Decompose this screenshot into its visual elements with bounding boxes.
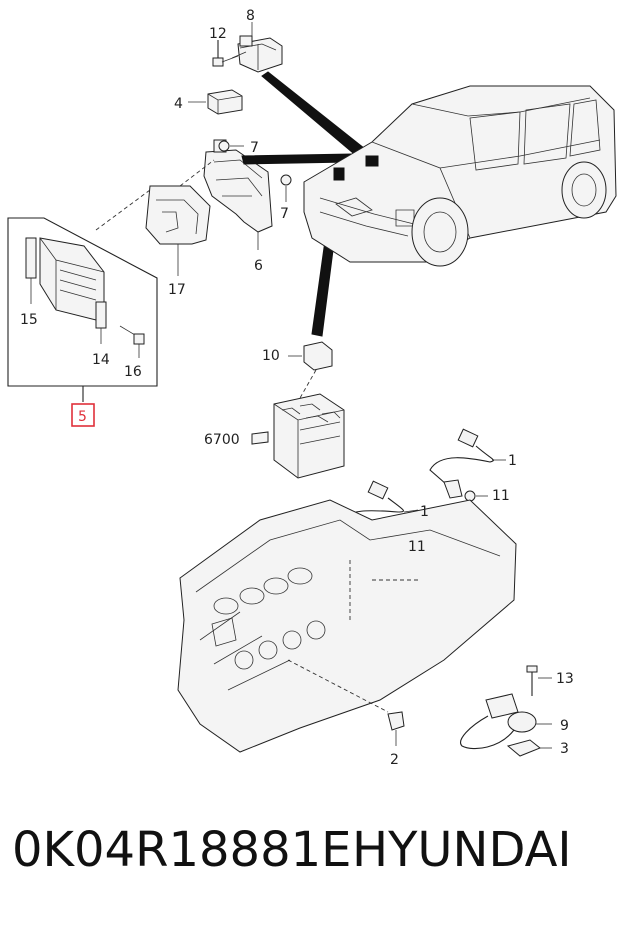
brand-name: HYUNDAI	[352, 822, 572, 878]
callout-7-upper: 7	[250, 140, 259, 156]
relay-10	[288, 341, 333, 399]
bolt-12	[212, 40, 239, 67]
fuse-box-6700	[251, 393, 345, 479]
callout-11-lower: 11	[408, 539, 426, 555]
oxygen-sensor-1-upper	[429, 428, 506, 499]
temperature-sensor-2	[387, 711, 405, 746]
callout-9: 9	[560, 718, 569, 734]
ecu-module	[25, 237, 145, 358]
relay-bracket-8	[231, 22, 283, 73]
callout-2: 2	[390, 752, 399, 768]
callout-15: 15	[20, 312, 38, 328]
callout-6700: 6700	[204, 432, 240, 448]
callout-5: 5	[78, 409, 87, 425]
relay-4	[188, 89, 243, 115]
callout-6: 6	[254, 258, 263, 274]
callout-13: 13	[556, 671, 574, 687]
callout-1-lower: 1	[420, 504, 429, 520]
crankshaft-sensor-9	[460, 693, 552, 750]
callout-12: 12	[209, 26, 227, 42]
gasket-3	[506, 739, 552, 757]
gasket-11-upper	[464, 490, 488, 502]
callout-8: 8	[246, 8, 255, 24]
ecu-group-frame	[7, 217, 158, 402]
callout-11-upper: 11	[492, 488, 510, 504]
bracket-17	[145, 185, 211, 276]
clip-7-upper	[218, 140, 244, 152]
engine-block	[177, 499, 517, 753]
callout-17: 17	[168, 282, 186, 298]
callout-14: 14	[92, 352, 110, 368]
callout-1-upper: 1	[508, 453, 517, 469]
clip-7-lower	[280, 174, 292, 202]
callout-16: 16	[124, 364, 142, 380]
callout-4: 4	[174, 96, 183, 112]
bolt-13	[526, 665, 552, 696]
part-caption: 0K04R18881EHYUNDAI	[12, 822, 612, 878]
callout-10: 10	[262, 348, 280, 364]
callout-5-highlight-box	[71, 403, 95, 427]
vehicle-suv	[303, 85, 617, 267]
callout-7-lower: 7	[280, 206, 289, 222]
part-number: 0K04R18881E	[12, 822, 352, 878]
callout-3: 3	[560, 741, 569, 757]
